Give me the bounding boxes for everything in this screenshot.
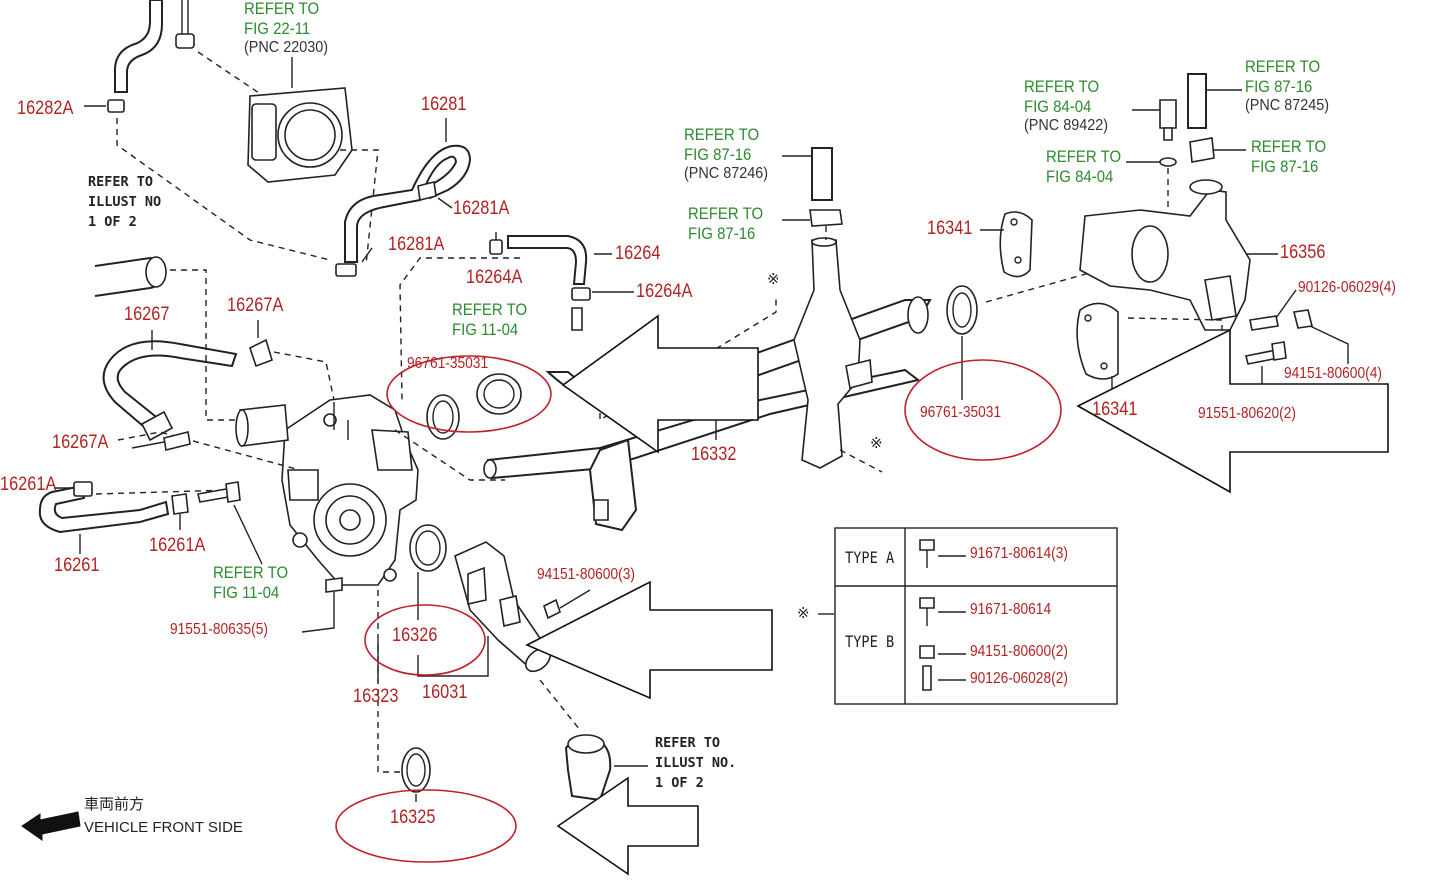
refer-fig-87-16-b: REFER TO FIG 87-16 (688, 204, 764, 243)
water-inlet-housing-icon (1079, 179, 1251, 331)
part-16281A-a: 16281A (453, 198, 510, 219)
part-16264A-a: 16264A (466, 267, 523, 288)
highlight-96761-right (904, 359, 1062, 461)
water-pump-icon (235, 394, 419, 586)
refer-fig-22-11: REFER TO FIG 22-11 (244, 0, 320, 38)
water-outlet-icon (454, 541, 551, 673)
type-b-label: TYPE B (845, 632, 895, 651)
refer-fig-87-16-c-pnc: (PNC 87245) (1245, 97, 1330, 114)
part-91551-80635-5: 91551-80635(5) (170, 621, 268, 638)
part-16325: 16325 (390, 807, 436, 828)
refer-fig-84-04-a: REFER TO FIG 84-04 (1024, 77, 1100, 116)
highlight-96761-left (386, 355, 552, 433)
highlight-16326 (364, 604, 486, 676)
part-16261A-b: 16261A (149, 535, 206, 556)
vehicle-front-arrow-icon (21, 811, 81, 841)
refer-fig-84-04-b: REFER TO FIG 84-04 (1046, 147, 1122, 186)
part-16281: 16281 (421, 94, 467, 115)
pointer-arrow-2 (1076, 328, 1389, 494)
refer-fig-87-16-a-pnc: (PNC 87246) (684, 165, 769, 182)
refer-fig-84-04-a-pnc: (PNC 89422) (1024, 117, 1109, 134)
part-90126-06029-4: 90126-06029(4) (1298, 279, 1396, 296)
gasket-16341-top (999, 211, 1033, 278)
hose-16261 (38, 484, 170, 534)
part-16261A-a: 16261A (0, 474, 57, 495)
part-91551-80620-2: 91551-80620(2) (1198, 405, 1296, 422)
part-16282A: 16282A (17, 98, 74, 119)
vehicle-front-en: VEHICLE FRONT SIDE (84, 819, 243, 836)
refer-fig-87-16-a: REFER TO FIG 87-16 (684, 125, 760, 164)
type-a-bolt: 91671-80614(3) (970, 545, 1068, 562)
clamp-icon (175, 33, 195, 49)
pointer-arrow-4 (556, 776, 699, 876)
part-16341-top: 16341 (927, 218, 973, 239)
part-16332: 16332 (691, 444, 737, 465)
refer-fig-11-04-bottom: REFER TO FIG 11-04 (213, 563, 289, 602)
part-96761-right: 96761-35031 (920, 404, 1002, 421)
highlight-16325 (335, 789, 517, 863)
asterisk-mark-2: ※ (870, 435, 883, 452)
part-94151-80600-3: 94151-80600(3) (537, 566, 635, 583)
top-hose-16282 (114, 0, 163, 93)
type-table (834, 527, 1118, 705)
part-16261: 16261 (54, 555, 100, 576)
refer-illust-left: REFER TO ILLUST NO 1 OF 2 (88, 174, 162, 230)
gasket-16341-bottom (1076, 302, 1119, 380)
refer-fig-87-16-c: REFER TO FIG 87-16 (1245, 57, 1321, 96)
refer-illust-bottom: REFER TO ILLUST NO. 1 OF 2 (655, 735, 737, 791)
refer-fig-87-16-d: REFER TO FIG 87-16 (1251, 137, 1327, 176)
part-96761-left: 96761-35031 (407, 355, 489, 372)
type-b-stud: 90126-06028(2) (970, 670, 1068, 687)
type-b-nut: 94151-80600(2) (970, 643, 1068, 660)
pipe-bracket-icon (793, 237, 873, 469)
refer-fig-11-04-top: REFER TO FIG 11-04 (452, 300, 528, 339)
part-16264: 16264 (615, 243, 661, 264)
part-94151-80600-4: 94151-80600(4) (1284, 365, 1382, 382)
pointer-arrow-3 (525, 580, 773, 700)
part-16267: 16267 (124, 304, 170, 325)
pointer-arrow-1 (561, 314, 759, 454)
refer-fig-22-11-pnc: (PNC 22030) (244, 39, 329, 56)
part-16281A-b: 16281A (388, 234, 445, 255)
part-16264A-b: 16264A (636, 281, 693, 302)
type-a-label: TYPE A (845, 548, 895, 567)
part-16356: 16356 (1280, 242, 1326, 263)
clamp-icon-16282A (107, 99, 125, 113)
part-16031: 16031 (422, 682, 468, 703)
type-b-bolt: 91671-80614 (970, 601, 1052, 618)
part-16267A-a: 16267A (227, 295, 284, 316)
type-table-asterisk: ※ (797, 605, 810, 622)
part-16341-bottom: 16341 (1092, 399, 1138, 420)
part-16326: 16326 (392, 625, 438, 646)
part-16267A-b: 16267A (52, 432, 109, 453)
hose-16267 (102, 340, 238, 434)
asterisk-mark-1: ※ (767, 271, 780, 288)
vehicle-front-jp: 車両前方 (84, 796, 145, 813)
part-16323: 16323 (353, 686, 399, 707)
